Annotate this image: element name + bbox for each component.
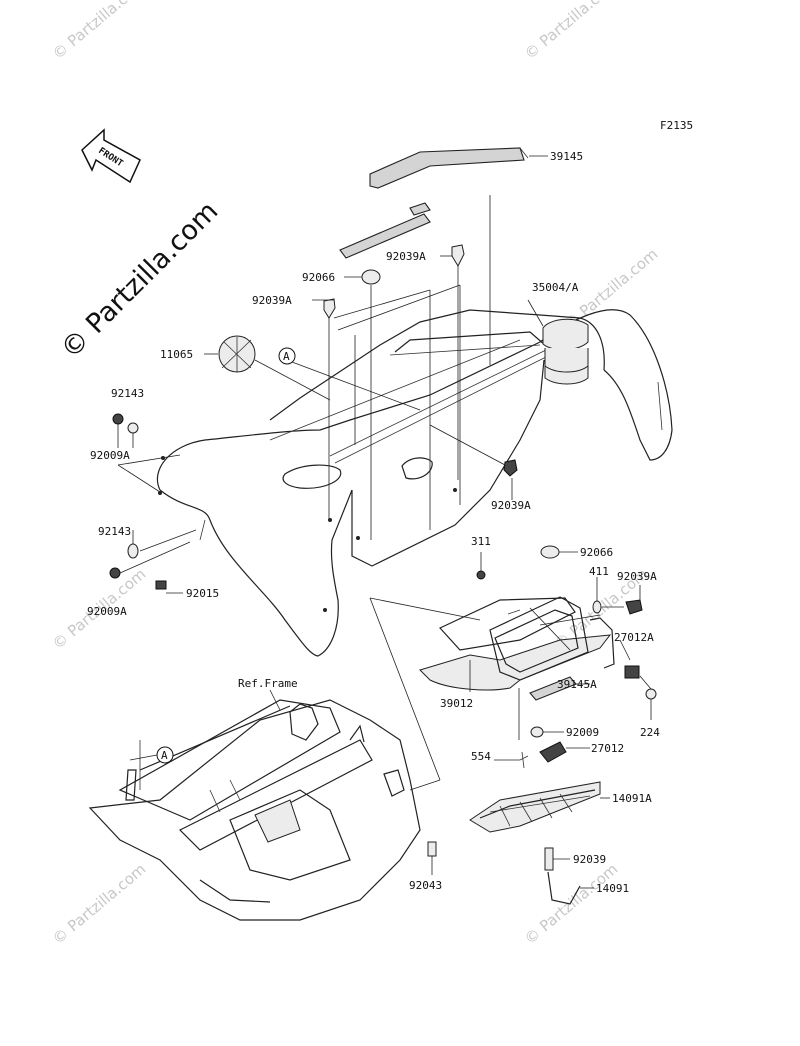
part-label-92039A: 92039A: [252, 294, 292, 307]
part-label-11065: 11065: [160, 348, 193, 361]
part-labels: 39145 92039A 92066 92039A 35004/A 11065 …: [87, 150, 660, 895]
clip-92009: [530, 726, 544, 738]
part-label-92039: 92039: [573, 853, 606, 866]
part-label-92039A: 92039A: [617, 570, 657, 583]
part-label-92043: 92043: [409, 879, 442, 892]
part-label-92039A: 92039A: [386, 250, 426, 263]
nut-92143-top: [127, 422, 139, 434]
latch-27012: [539, 741, 567, 763]
clip-92039A-left: [323, 298, 336, 319]
clip-92039A-right: [625, 599, 643, 615]
part-label-14091: 14091: [596, 882, 629, 895]
front-fender-body: [155, 309, 673, 657]
watermark-text: © Partzilla.com: [49, 0, 149, 63]
callout-a-top: A: [278, 347, 296, 365]
part-label-92143: 92143: [111, 387, 144, 400]
svg-text:A: A: [161, 749, 168, 762]
part-label-27012: 27012: [591, 742, 624, 755]
part-label-92009A: 92009A: [90, 449, 130, 462]
figure-code: F2135: [660, 119, 693, 132]
part-label-554: 554: [471, 750, 491, 763]
watermark-text: © Partzilla.com: [521, 0, 621, 63]
part-label-92143: 92143: [98, 525, 131, 538]
part-label-92009A: 92009A: [87, 605, 127, 618]
hinge-27012A: [589, 617, 640, 679]
pin-554: [519, 751, 529, 769]
part-label-92066: 92066: [580, 546, 613, 559]
part-label-39145: 39145: [550, 150, 583, 163]
washer-411: [592, 600, 602, 614]
cap-92066-right: [540, 545, 560, 559]
washer-92143-bottom: [127, 543, 139, 559]
callout-a-bottom: A: [129, 746, 174, 764]
pin-92039: [544, 847, 554, 871]
part-label-411: 411: [589, 565, 609, 578]
part-label-92066: 92066: [302, 271, 335, 284]
screw-224: [645, 688, 657, 700]
leader-lines: [117, 155, 652, 889]
cap-92066-top: [361, 269, 381, 285]
part-label-14091A: 14091A: [612, 792, 652, 805]
clip-92039A-top: [451, 244, 465, 268]
part-label-27012A: 27012A: [614, 631, 654, 644]
watermark-text: © Partzilla.com: [49, 860, 149, 948]
pin-92043: [427, 841, 437, 857]
lid-14091A: [469, 781, 601, 833]
bolt-92009A-top: [112, 413, 124, 425]
part-label-92039A: 92039A: [491, 499, 531, 512]
ref-frame-label: Ref.Frame: [238, 677, 298, 690]
part-label-39145A: 39145A: [557, 678, 597, 691]
svg-text:A: A: [283, 350, 290, 363]
seal-strip-39145: [339, 147, 529, 259]
front-arrow-icon: FRONT: [81, 128, 141, 184]
watermark-text: © Partzilla.com: [521, 860, 621, 948]
handle-14091: [547, 871, 581, 905]
part-label-224: 224: [640, 726, 660, 739]
part-label-39012: 39012: [440, 697, 473, 710]
cap-11065: [218, 335, 256, 373]
part-label-311: 311: [471, 535, 491, 548]
storage-box-39012: [419, 570, 612, 691]
part-label-35004A: 35004/A: [532, 281, 579, 294]
part-label-92015: 92015: [186, 587, 219, 600]
reference-frame-illustration: [88, 699, 421, 921]
bolt-92009A-bottom: [109, 567, 121, 579]
watermark-main: © Partzilla.com: [55, 196, 224, 365]
part-label-92009: 92009: [566, 726, 599, 739]
clip-92039A-mid: [503, 459, 518, 477]
